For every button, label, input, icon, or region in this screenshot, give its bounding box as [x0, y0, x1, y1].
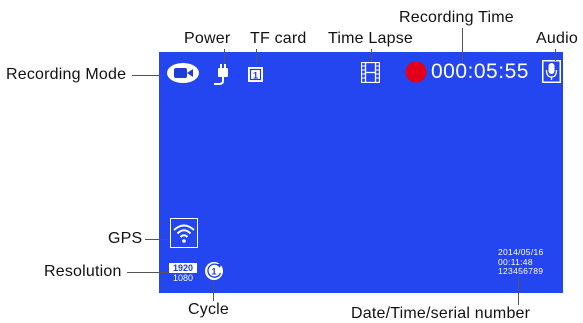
tf-card-number: 1 — [253, 71, 258, 81]
label-time-lapse: Time Lapse — [328, 30, 413, 47]
wifi-gps-icon — [170, 218, 198, 248]
stamp-time: 00:11:48 — [498, 256, 533, 267]
label-recording-mode: Recording Mode — [6, 66, 127, 83]
resolution-indicator: 1920 1080 — [169, 263, 197, 283]
leader-cycle — [213, 281, 214, 301]
power-plug-icon — [213, 64, 233, 86]
label-date-time-serial: Date/Time/serial number — [351, 305, 531, 322]
label-resolution: Resolution — [44, 263, 122, 280]
record-dot-icon — [405, 61, 427, 83]
camera-icon — [166, 62, 200, 84]
leader-gps — [145, 239, 168, 240]
date-time-serial-stamp: 2014/05/16 00:11:48 123456789 — [498, 247, 544, 277]
leader-recording-time — [462, 28, 463, 61]
cycle-number: 1 — [211, 267, 216, 277]
leader-date-time-serial — [518, 277, 519, 305]
leader-time-lapse — [371, 49, 372, 62]
leader-tf-card — [256, 49, 257, 64]
tf-card-icon: 1 — [247, 66, 264, 83]
resolution-width: 1920 — [169, 263, 197, 273]
resolution-height: 1080 — [172, 273, 194, 283]
label-recording-time: Recording Time — [399, 9, 514, 26]
cycle-icon: 1 — [204, 260, 224, 282]
leader-power — [224, 49, 225, 63]
label-cycle: Cycle — [188, 301, 230, 318]
stamp-serial: 123456789 — [498, 266, 544, 276]
leader-audio — [555, 49, 556, 61]
leader-resolution — [127, 272, 168, 273]
microphone-icon — [542, 60, 561, 83]
label-gps: GPS — [108, 230, 143, 247]
leader-recording-mode — [132, 75, 165, 76]
recording-time-value: 000:05:55 — [431, 60, 529, 83]
stamp-date: 2014/05/16 — [498, 247, 544, 257]
label-audio: Audio — [536, 30, 578, 47]
film-strip-icon — [361, 62, 380, 83]
label-power: Power — [184, 30, 231, 47]
dashcam-screen: 1 000:05:55 — [159, 52, 563, 293]
label-tf-card: TF card — [250, 30, 307, 47]
